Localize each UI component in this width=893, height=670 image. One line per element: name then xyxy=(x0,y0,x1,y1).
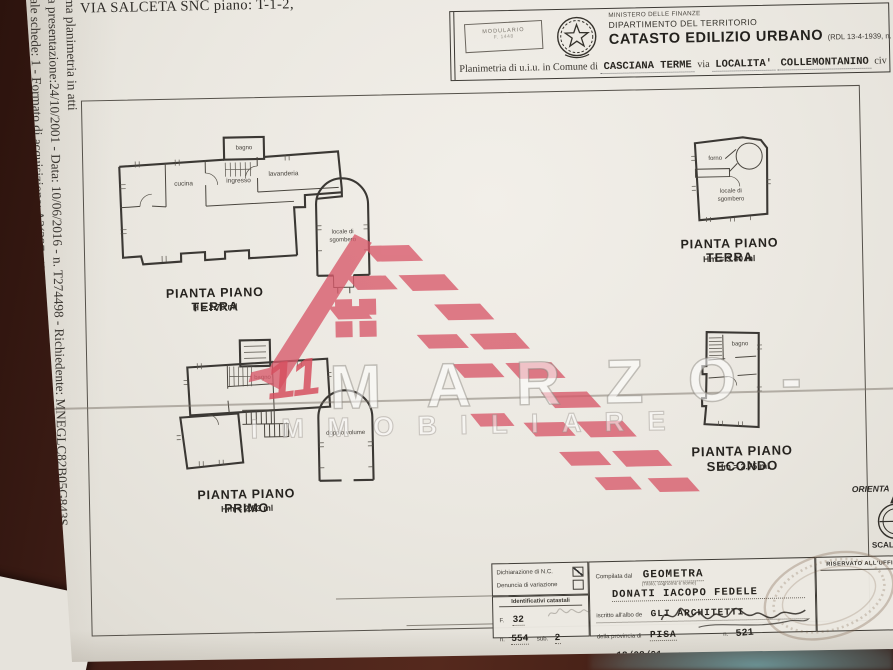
numero-label: n. xyxy=(499,637,505,644)
modulario-stamp: MODULARIO F. 1448 xyxy=(463,19,544,54)
denuncia-label: Denuncia di variazione xyxy=(496,582,558,590)
foglio-label: F. xyxy=(499,618,505,625)
floorplan-terra-main: bagno cucina ingresso lavanderia locale … xyxy=(118,135,371,294)
svg-text:forno: forno xyxy=(708,156,722,162)
svg-text:locale di: locale di xyxy=(720,188,742,194)
civ-label: civ xyxy=(874,55,887,67)
planimetria-label: Planimetria di u.i.u. in Comune di xyxy=(459,61,599,75)
watermark-number: 11 xyxy=(263,347,324,411)
declaration-box: Dichiarazione di N.C. Denuncia di variaz… xyxy=(491,561,589,597)
pencil-marks xyxy=(547,608,591,617)
sub-label: sub. xyxy=(536,636,549,643)
via-label: via xyxy=(697,58,710,71)
localita-value2: COLLEMONTANINO xyxy=(777,55,872,71)
denuncia-checkbox xyxy=(572,579,584,590)
document-title-ref: (RDL 13-4-1939, n. 652) xyxy=(827,31,893,42)
compilata-title: GEOMETRA xyxy=(642,568,704,583)
svg-text:bagno: bagno xyxy=(236,145,253,151)
svg-text:sgombero: sgombero xyxy=(329,237,356,244)
svg-text:sgombero: sgombero xyxy=(718,196,745,203)
agency-watermark: 11 MARZO- IMMOBILIARE xyxy=(248,234,803,493)
document-title: CATASTO EDILIZIO URBANO xyxy=(608,27,824,48)
dichiarazione-label: Dichiarazione di N.C. xyxy=(496,569,553,577)
svg-text:lavanderia: lavanderia xyxy=(268,170,299,178)
svg-text:locale di: locale di xyxy=(332,229,354,235)
provincia-label: della provincia di xyxy=(596,633,642,641)
italy-emblem-icon xyxy=(557,16,597,59)
numero-value: 554 xyxy=(511,632,529,646)
address-note: VIA SALCETA SNC piano: T-1-2, xyxy=(79,0,295,17)
albo-label: iscritto all'albo de xyxy=(596,612,643,620)
svg-text:ingresso: ingresso xyxy=(226,177,251,184)
floorplan-terra-annex: forno locale di sgombero xyxy=(691,136,771,223)
svg-text:doppio volume: doppio volume xyxy=(326,430,366,437)
compilata-label: Compilata dal xyxy=(595,573,633,581)
localita-value: LOCALITA' xyxy=(712,57,776,72)
comune-value: CASCIANA TERME xyxy=(600,59,695,75)
catasto-header: MODULARIO F. 1448 MINISTERO DELLE FINANZ… xyxy=(449,2,893,82)
round-stamp xyxy=(763,550,893,641)
signature-scribble xyxy=(660,607,809,628)
header-text: MINISTERO DELLE FINANZE DIPARTIMENTO DEL… xyxy=(608,6,893,49)
svg-text:cucina: cucina xyxy=(174,180,193,187)
foglio-value: 32 xyxy=(512,613,525,627)
sub-value: 2 xyxy=(554,632,561,645)
svg-text:bagno: bagno xyxy=(732,341,749,347)
dichiarazione-checkbox xyxy=(572,566,584,577)
planimetria-line: Planimetria di u.i.u. in Comune di CASCI… xyxy=(459,55,893,76)
